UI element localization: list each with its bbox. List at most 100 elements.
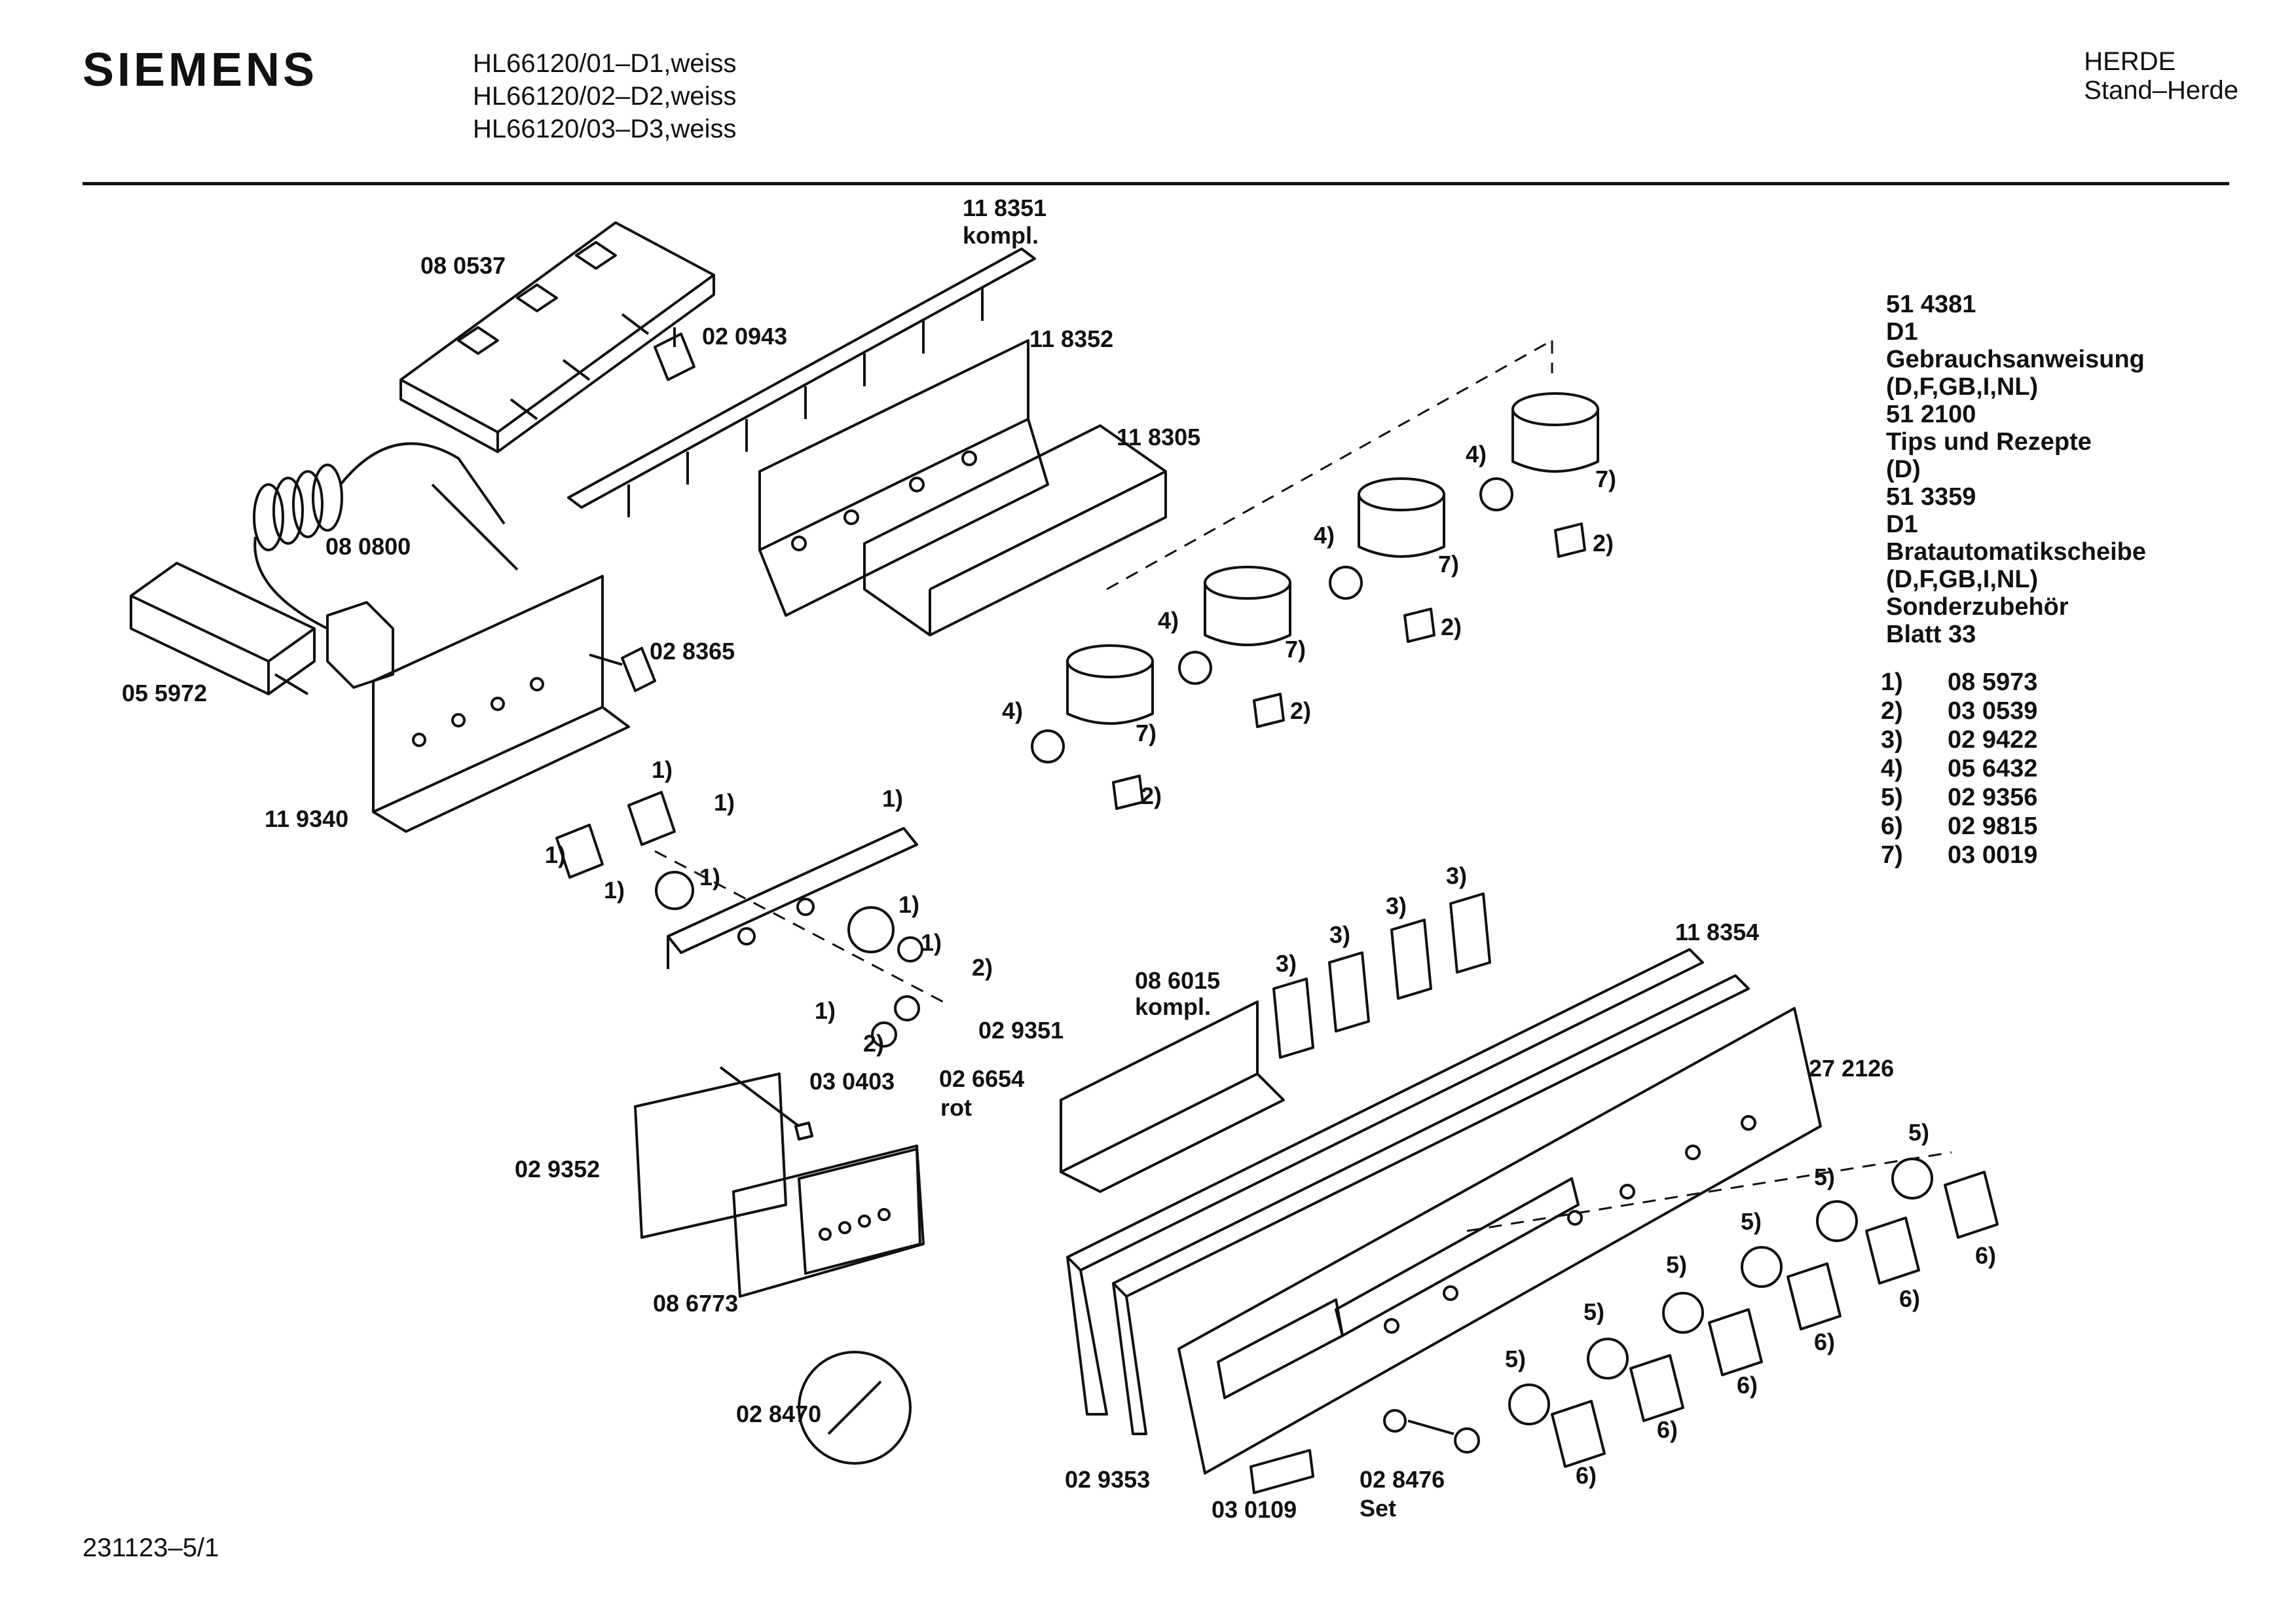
legend-part-number: 02 9422 bbox=[1948, 726, 2038, 754]
marker-2: 2) bbox=[972, 954, 993, 981]
marker-5: 5) bbox=[1583, 1298, 1604, 1325]
callout-set: Set bbox=[1360, 1495, 1396, 1522]
info-line: Bratautomatikscheibe bbox=[1886, 538, 2147, 566]
callout-118352: 11 8352 bbox=[1029, 325, 1113, 352]
marker-1: 1) bbox=[898, 891, 919, 918]
timer-housing-part bbox=[634, 1072, 925, 1298]
marker-3: 3) bbox=[1276, 950, 1297, 977]
marker-1: 1) bbox=[699, 864, 720, 890]
info-line: 51 4381 bbox=[1886, 291, 1976, 318]
callout-080537: 08 0537 bbox=[420, 252, 506, 279]
callout-029352: 02 9352 bbox=[515, 1156, 600, 1182]
marker-1: 1) bbox=[815, 997, 836, 1024]
legend-part-number: 02 9815 bbox=[1948, 813, 2038, 840]
marker-3: 3) bbox=[1446, 862, 1467, 889]
model-line: HL66120/03–D3,weiss bbox=[473, 115, 737, 143]
micro-switch-part bbox=[654, 327, 695, 381]
callout-029351: 02 9351 bbox=[978, 1017, 1064, 1044]
marker-5: 5) bbox=[1814, 1163, 1835, 1190]
parts-legend: 1)08 5973 2)03 0539 3)02 9422 4)05 6432 … bbox=[1881, 668, 2037, 870]
marker-1: 1) bbox=[714, 789, 735, 816]
callout-028470: 02 8470 bbox=[736, 1401, 821, 1427]
callout-028476: 02 8476 bbox=[1360, 1466, 1445, 1493]
callout-026654: 02 6654 bbox=[939, 1065, 1024, 1092]
info-line: (D) bbox=[1886, 456, 1921, 483]
legend-part-number: 08 5973 bbox=[1948, 669, 2038, 696]
legend-key: 3) bbox=[1881, 726, 1903, 754]
callout-119340: 11 9340 bbox=[265, 805, 348, 832]
callout-086015: 08 6015 bbox=[1135, 967, 1220, 994]
model-line: HL66120/02–D2,weiss bbox=[473, 82, 737, 111]
category-line: HERDE bbox=[2084, 47, 2176, 76]
category-line: Stand–Herde bbox=[2084, 76, 2238, 105]
info-line: (D,F,GB,I,NL) bbox=[1886, 373, 2039, 401]
bracket-part bbox=[758, 339, 1049, 617]
marker-4: 4) bbox=[1002, 697, 1023, 724]
info-line: Blatt 33 bbox=[1886, 621, 1976, 648]
legend-key: 4) bbox=[1881, 755, 1903, 782]
legend-row: 5)02 9356 bbox=[1881, 783, 2037, 812]
callout-020943: 02 0943 bbox=[702, 323, 787, 350]
switch-carrier-part bbox=[863, 424, 1167, 636]
marker-5: 5) bbox=[1505, 1346, 1526, 1372]
fuse-detail-part bbox=[798, 1351, 912, 1465]
front-panel-part bbox=[1177, 1007, 1822, 1475]
relay-part bbox=[719, 1066, 813, 1141]
marker-1: 1) bbox=[604, 877, 625, 904]
marker-5: 5) bbox=[1666, 1251, 1687, 1278]
marker-5: 5) bbox=[1741, 1208, 1762, 1235]
marker-1: 1) bbox=[882, 785, 903, 812]
marker-7: 7) bbox=[1285, 636, 1306, 663]
legend-key: 5) bbox=[1881, 784, 1903, 811]
legend-row: 2)03 0539 bbox=[1881, 697, 2037, 725]
marker-4: 4) bbox=[1158, 607, 1179, 634]
sensor-part bbox=[589, 647, 656, 692]
callout-kompl: kompl. bbox=[1135, 993, 1211, 1020]
info-line: Sonderzubehör bbox=[1886, 593, 2069, 621]
mid-rail-part bbox=[555, 791, 923, 1048]
marker-2: 2) bbox=[1441, 614, 1462, 640]
header-divider bbox=[83, 182, 2229, 185]
callout-030403: 03 0403 bbox=[809, 1068, 895, 1095]
front-frame-part bbox=[1066, 948, 1750, 1435]
callout-kompl: kompl. bbox=[963, 222, 1039, 249]
thermostat-housing-part bbox=[130, 562, 316, 695]
legend-part-number: 05 6432 bbox=[1948, 755, 2038, 782]
documentation-info: 51 4381 D1 Gebrauchsanweisung (D,F,GB,I,… bbox=[1886, 291, 2146, 648]
marker-3: 3) bbox=[1386, 892, 1407, 919]
callout-118305: 11 8305 bbox=[1117, 424, 1200, 450]
info-line: Gebrauchsanweisung bbox=[1886, 346, 2145, 373]
marker-1: 1) bbox=[921, 929, 942, 956]
callout-029353: 02 9353 bbox=[1065, 1466, 1150, 1493]
assembly-guide-lines bbox=[654, 339, 1952, 1232]
legend-row: 7)03 0019 bbox=[1881, 841, 2037, 870]
push-button-set-part bbox=[1250, 1409, 1480, 1494]
marker-4: 4) bbox=[1314, 522, 1335, 549]
marker-6: 6) bbox=[1576, 1462, 1597, 1489]
document-reference: 231123–5/1 bbox=[83, 1533, 219, 1562]
callout-028365: 02 8365 bbox=[650, 638, 735, 665]
callout-086773: 08 6773 bbox=[653, 1290, 738, 1317]
callout-272126: 27 2126 bbox=[1809, 1055, 1894, 1082]
legend-key: 1) bbox=[1881, 669, 1903, 696]
legend-part-number: 03 0539 bbox=[1948, 697, 2038, 725]
legend-row: 4) 05 6432 bbox=[1881, 754, 2037, 783]
marker-6: 6) bbox=[1975, 1242, 1996, 1269]
thermostat-coil-part bbox=[253, 442, 519, 689]
legend-key: 6) bbox=[1881, 813, 1903, 840]
info-line: (D,F,GB,I,NL) bbox=[1886, 566, 2039, 593]
info-line: D1 bbox=[1886, 318, 1918, 346]
marker-7: 7) bbox=[1595, 466, 1616, 492]
marker-2: 2) bbox=[1141, 782, 1162, 809]
marker-7: 7) bbox=[1136, 720, 1157, 746]
legend-key: 7) bbox=[1881, 841, 1903, 869]
marker-6: 6) bbox=[1899, 1285, 1920, 1312]
info-line: 51 2100 bbox=[1886, 401, 1976, 428]
marker-4: 4) bbox=[1466, 441, 1487, 467]
marker-1: 1) bbox=[545, 841, 566, 868]
marker-1: 1) bbox=[652, 756, 673, 783]
marker-3: 3) bbox=[1329, 921, 1350, 948]
callout-118351: 11 8351 bbox=[963, 194, 1046, 221]
info-line: Tips und Rezepte bbox=[1886, 428, 2092, 456]
